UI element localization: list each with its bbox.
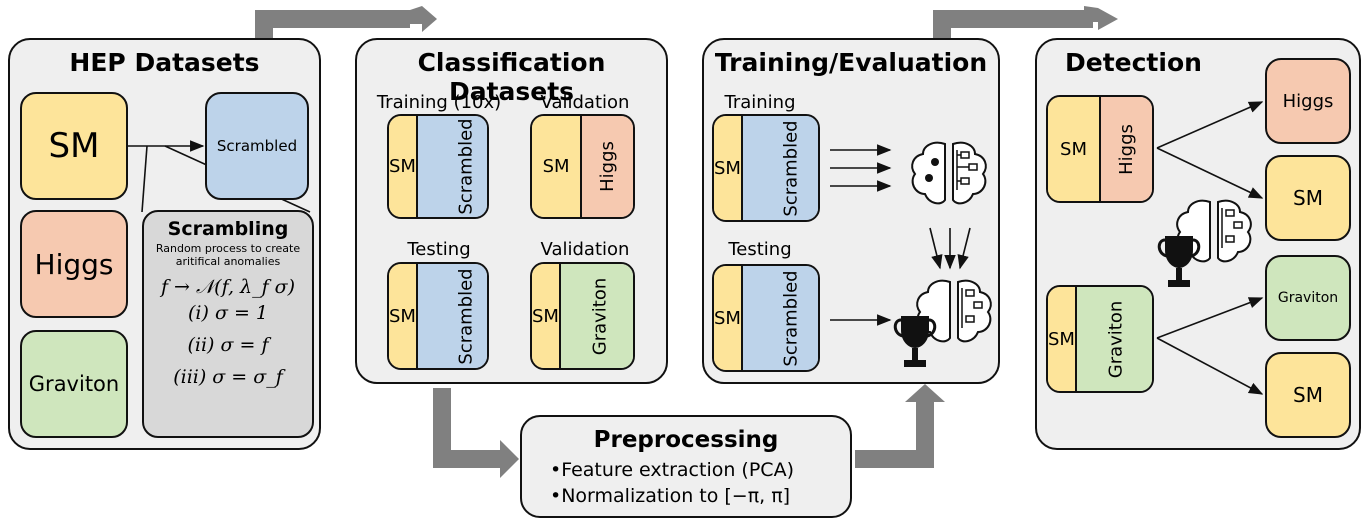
class-testing-label: Testing (407, 239, 471, 260)
class-testing-sm: SM (389, 264, 418, 368)
detect-out-graviton-label: Graviton (1277, 290, 1339, 306)
class-training-scrambled: Scrambled (455, 118, 477, 215)
hep-higgs-box[interactable]: Higgs (20, 210, 128, 318)
hep-higgs-label: Higgs (34, 247, 114, 281)
detect-pair2-right-cell: Graviton (1076, 287, 1152, 391)
detect-pair2-graviton: Graviton (1105, 300, 1127, 378)
train-training-pair[interactable]: SM Scrambled (712, 114, 820, 222)
trophy-icon (1157, 236, 1201, 287)
scrambling-desc-1: Random process to create (155, 242, 301, 255)
hep-graviton-label: Graviton (28, 372, 120, 396)
class-validation-higgs: Higgs (597, 141, 619, 192)
train-testing-scrambled: Scrambled (780, 269, 802, 367)
scrambling-case-iii: (iii) σ = σ_f (173, 366, 283, 388)
detect-out-higgs-label: Higgs (1282, 90, 1334, 112)
class-training-sm: SM (389, 116, 418, 217)
class-validation-1-label: Validation (540, 92, 630, 113)
scrambling-title: Scrambling (167, 218, 289, 240)
preprocessing-item-2: •Normalization to [−π, π] (550, 484, 791, 507)
class-testing-right-cell: Scrambled (417, 264, 487, 368)
detect-out-sm-1[interactable]: SM (1265, 155, 1351, 241)
detect-pair1-sm: SM (1048, 97, 1101, 201)
hep-graviton-box[interactable]: Graviton (20, 330, 128, 438)
train-training-scrambled: Scrambled (780, 119, 802, 217)
scrambling-desc-2: aritifical anomalies (175, 255, 281, 268)
train-testing-label: Testing (728, 239, 792, 260)
detect-out-graviton[interactable]: Graviton (1265, 255, 1351, 341)
class-validation-higgs-pair[interactable]: SM Higgs (530, 114, 635, 219)
detect-pair1-right-cell: Higgs (1101, 97, 1152, 201)
detection-title: Detection (1065, 48, 1202, 77)
class-training-right-cell: Scrambled (417, 116, 487, 217)
class-testing-scrambled: Scrambled (455, 267, 477, 365)
preprocessing-item-1: •Feature extraction (PCA) (550, 458, 794, 481)
hep-scrambled-box[interactable]: Scrambled (205, 92, 309, 200)
trophy-icon (893, 316, 937, 367)
brain-gears-icon (911, 141, 987, 205)
detect-pair2-sm: SM (1048, 287, 1077, 391)
train-testing-sm: SM (714, 266, 743, 370)
train-training-right-cell: Scrambled (742, 116, 818, 220)
class-validation-1-sm: SM (532, 116, 583, 217)
train-training-label: Training (724, 92, 796, 113)
scrambling-formula: f → 𝒩(f, λ_f σ) (160, 276, 296, 298)
detect-out-sm-2-label: SM (1293, 383, 1323, 407)
class-validation-graviton: Graviton (589, 277, 611, 355)
class-training-pair[interactable]: SM Scrambled (387, 114, 489, 219)
detect-out-sm-2[interactable]: SM (1265, 352, 1351, 438)
hep-sm-label: SM (48, 126, 100, 166)
preprocessing-title: Preprocessing (593, 426, 779, 453)
training-title: Training/Evaluation (714, 48, 988, 77)
detect-higgs-pair[interactable]: SM Higgs (1046, 95, 1154, 203)
class-training-label: Training (10x) (376, 92, 502, 113)
classification-title: Classification Datasets (417, 48, 606, 106)
hep-sm-box[interactable]: SM (20, 92, 128, 200)
class-validation-graviton-pair[interactable]: SM Graviton (530, 262, 635, 370)
train-testing-pair[interactable]: SM Scrambled (712, 264, 820, 372)
scrambling-case-ii: (ii) σ = f (187, 334, 269, 356)
preprocessing-box: Preprocessing •Feature extraction (PCA) … (520, 415, 852, 518)
detect-graviton-pair[interactable]: SM Graviton (1046, 285, 1154, 393)
hep-scrambled-label: Scrambled (216, 137, 298, 155)
scrambling-case-i: (i) σ = 1 (188, 302, 268, 324)
class-validation-2-right-cell: Graviton (560, 264, 633, 368)
class-validation-1-right-cell: Higgs (582, 116, 633, 217)
class-testing-pair[interactable]: SM Scrambled (387, 262, 489, 370)
hep-datasets-title: HEP Datasets (69, 48, 260, 77)
train-training-sm: SM (714, 116, 743, 220)
scrambling-box: Scrambling Random process to create arit… (142, 210, 314, 438)
class-validation-2-sm: SM (532, 264, 561, 368)
class-validation-2-label: Validation (540, 239, 630, 260)
detect-out-sm-1-label: SM (1293, 186, 1323, 210)
detect-out-higgs[interactable]: Higgs (1265, 58, 1351, 144)
train-testing-right-cell: Scrambled (742, 266, 818, 370)
detect-pair1-higgs: Higgs (1115, 123, 1137, 175)
